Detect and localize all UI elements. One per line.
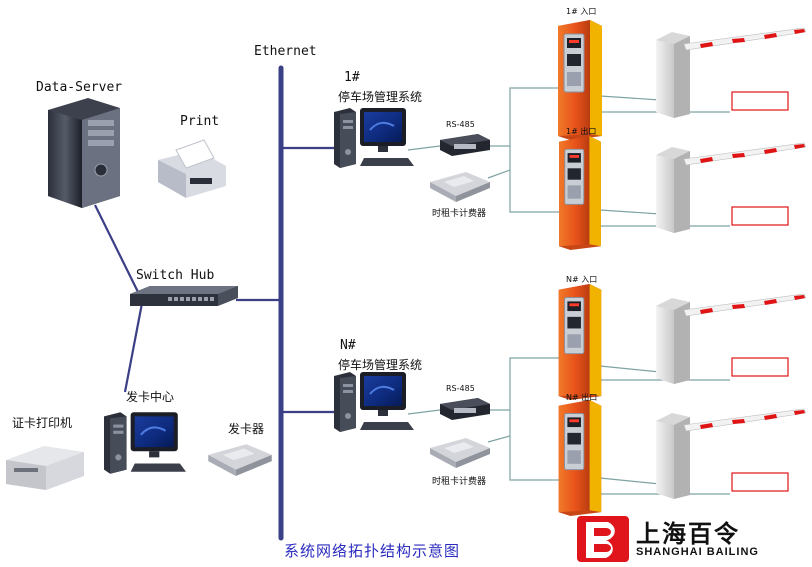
station-n-exit-label: N# 出口 xyxy=(566,393,598,402)
station-n-entry-pillar-icon xyxy=(558,284,602,400)
card-printer-icon xyxy=(6,446,84,490)
data-server-icon xyxy=(48,98,120,208)
station-1-pc-icon xyxy=(334,107,414,169)
station-1-rs485-module-icon xyxy=(440,134,490,156)
station-n-exit-pillar-icon xyxy=(558,400,602,516)
station-1-system-label: 停车场管理系统 xyxy=(338,90,423,104)
station-1-exit-label: 1# 出口 xyxy=(566,127,597,136)
station-n-billing-label: 时租卡计费器 xyxy=(432,477,487,487)
card-issuer-device-icon xyxy=(208,444,272,476)
station-n-rs485-label: RS-485 xyxy=(446,384,475,393)
station-n-entry-label: N# 入口 xyxy=(566,275,598,284)
brand-name-en: SHANGHAI BAILING xyxy=(636,546,759,558)
station-1-exit-gate-icon xyxy=(656,142,806,234)
print-label: Print xyxy=(180,114,220,129)
station-1-entry-pillar-icon xyxy=(557,19,602,141)
diagram-caption: 系统网络拓扑结构示意图 xyxy=(284,542,461,560)
station-n-system-label: 停车场管理系统 xyxy=(338,358,423,372)
switch-hub-label: Switch Hub xyxy=(136,268,215,283)
station-1-exit-pillar-icon xyxy=(558,136,602,250)
station-n-number: N# xyxy=(340,338,356,353)
station-1-rs485-label: RS-485 xyxy=(446,120,475,129)
station-1-entry-label: 1# 入口 xyxy=(566,7,597,16)
card-printer-label: 证卡打印机 xyxy=(12,416,73,430)
station-1-entry-gate-icon xyxy=(656,27,806,119)
station-n-rs485-module-icon xyxy=(440,398,490,420)
station-1-billing-label: 时租卡计费器 xyxy=(432,209,487,219)
ethernet-label: Ethernet xyxy=(254,44,317,59)
station-n-exit-gate-icon xyxy=(656,408,806,500)
station-n-billing-unit-icon xyxy=(430,438,490,468)
switch-hub-icon xyxy=(130,286,238,306)
station-n-pc-icon xyxy=(334,371,414,433)
brand-name-cn: 上海百令 xyxy=(636,520,740,548)
card-issuer-label: 发卡器 xyxy=(228,422,265,436)
data-server-label: Data-Server xyxy=(36,80,123,95)
card-center-label: 发卡中心 xyxy=(126,390,175,404)
network-cables xyxy=(94,146,340,414)
station-1-billing-unit-icon xyxy=(430,172,490,202)
printer-icon xyxy=(158,139,226,198)
card-center-pc-icon xyxy=(104,411,186,475)
bailing-logo-icon xyxy=(577,516,629,562)
station-n-entry-gate-icon xyxy=(656,293,806,385)
station-1-number: 1# xyxy=(344,70,360,85)
